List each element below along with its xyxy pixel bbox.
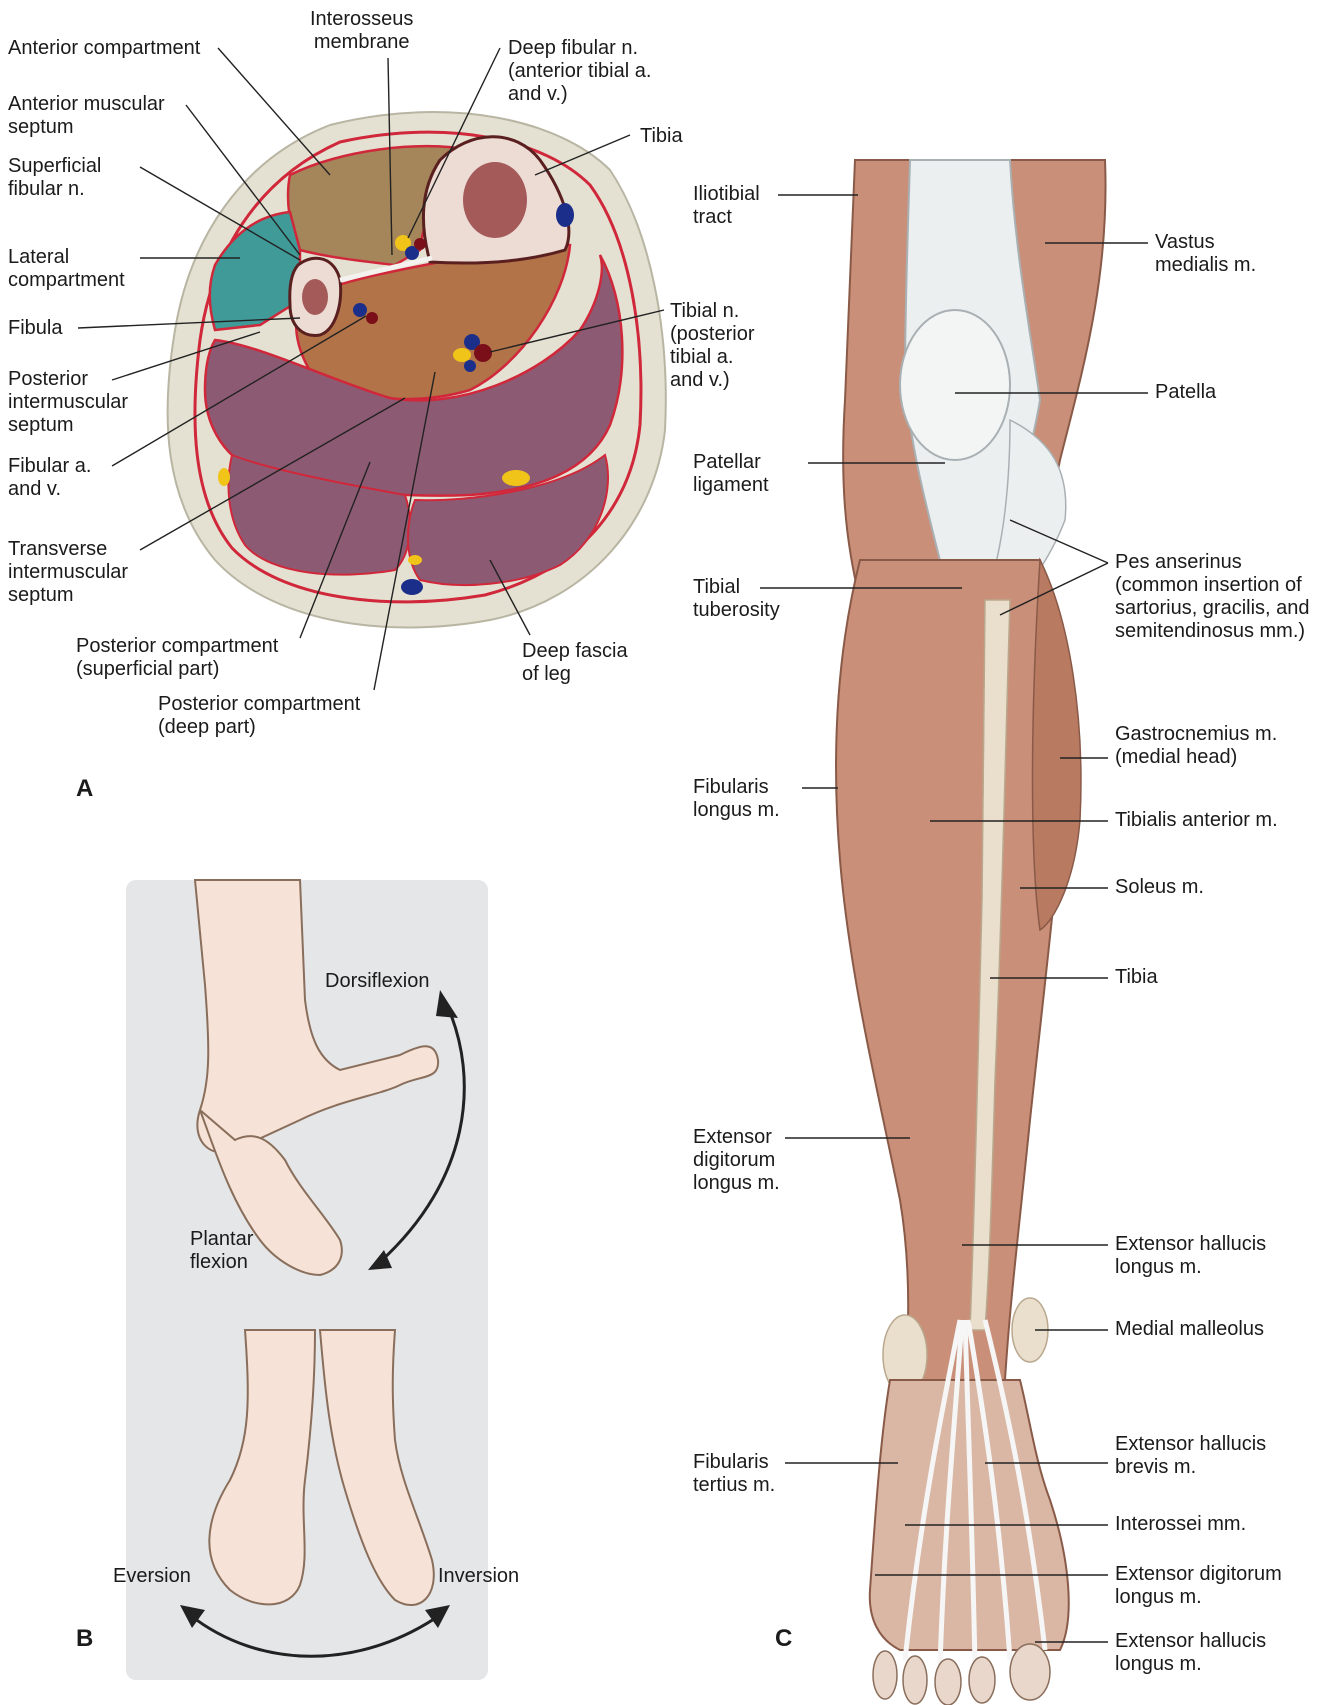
- label-patellar-ligament: Patellar ligament: [693, 451, 769, 497]
- label-fibularis-tertius: Fibularis tertius m.: [693, 1451, 775, 1497]
- label-interossei: Interossei mm.: [1115, 1513, 1246, 1536]
- gastrocnemius-medial-head: [1033, 560, 1081, 930]
- label-medial-malleolus: Medial malleolus: [1115, 1318, 1264, 1341]
- label-vastus-medialis: Vastus medialis m.: [1155, 231, 1256, 277]
- label-tibialis-anterior: Tibialis anterior m.: [1115, 809, 1278, 832]
- label-iliotibial-tract: Iliotibial tract: [693, 183, 760, 229]
- label-gastrocnemius: Gastrocnemius m. (medial head): [1115, 723, 1277, 769]
- label-extensor-hallucis-longus-1: Extensor hallucis longus m.: [1115, 1233, 1266, 1279]
- label-pes-anserinus: Pes anserinus (common insertion of sarto…: [1115, 551, 1310, 643]
- patella-bone: [900, 310, 1010, 460]
- label-tibia-c: Tibia: [1115, 966, 1158, 989]
- panel-letter-c: C: [775, 1625, 792, 1653]
- label-patella: Patella: [1155, 381, 1216, 404]
- label-extensor-digitorum-longus-left: Extensor digitorum longus m.: [693, 1126, 780, 1195]
- toes: [873, 1644, 1050, 1705]
- lower-leg-muscles: [836, 560, 1066, 1380]
- label-extensor-digitorum-longus-right: Extensor digitorum longus m.: [1115, 1563, 1282, 1609]
- label-extensor-hallucis-brevis: Extensor hallucis brevis m.: [1115, 1433, 1266, 1479]
- label-tibial-tuberosity: Tibial tuberosity: [693, 576, 780, 622]
- label-extensor-hallucis-longus-2: Extensor hallucis longus m.: [1115, 1630, 1266, 1676]
- label-fibularis-longus: Fibularis longus m.: [693, 776, 780, 822]
- label-soleus: Soleus m.: [1115, 876, 1204, 899]
